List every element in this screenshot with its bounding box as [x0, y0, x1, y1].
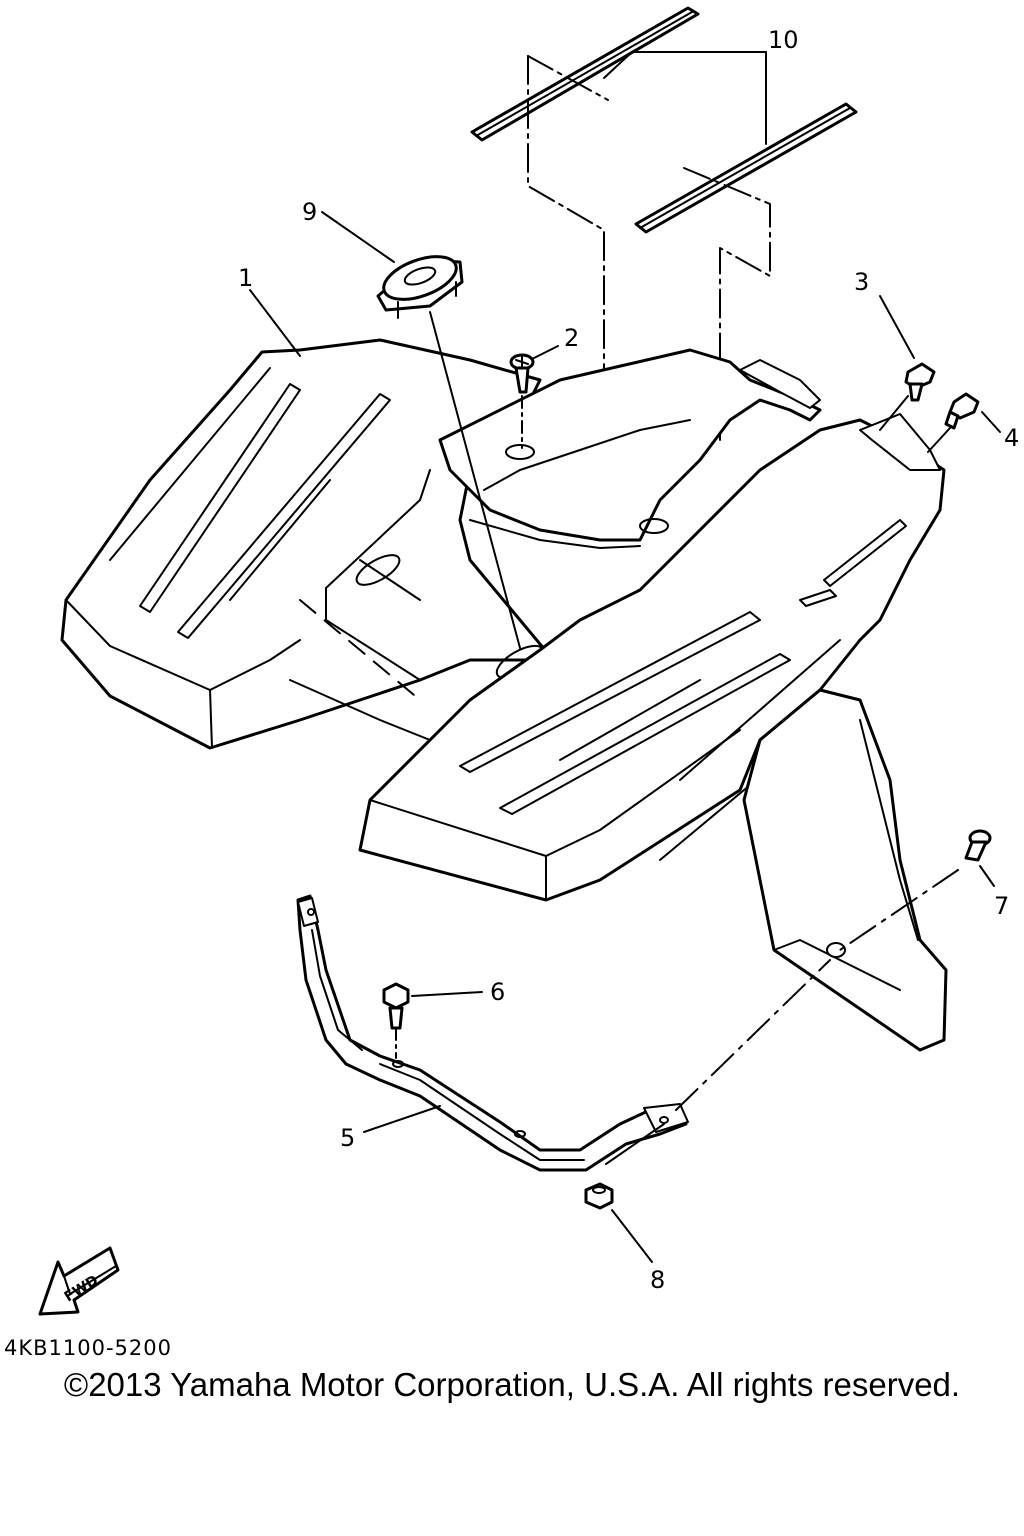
callout-5: 5	[340, 1124, 355, 1152]
part-2-screw	[509, 345, 559, 449]
callout-7: 7	[994, 892, 1009, 920]
part-6-bolt	[382, 982, 483, 1059]
part-7-clip	[839, 829, 995, 951]
copyright-notice: ©2013 Yamaha Motor Corporation, U.S.A. A…	[63, 1366, 961, 1403]
callout-10: 10	[768, 26, 799, 54]
part-1-front-fender	[60, 338, 948, 1052]
fwd-arrow-icon: FWD	[38, 1246, 120, 1316]
part-5-stay-bracket	[296, 894, 689, 1172]
callout-leaders	[249, 51, 767, 357]
callout-labels: 10 9 1 2 3 4 7 6 5 8	[238, 26, 1019, 1294]
drawing-number: 4KB1100-5200	[4, 1336, 173, 1360]
callout-1: 1	[238, 264, 253, 292]
callout-3: 3	[854, 268, 869, 296]
part-8-nut	[584, 959, 831, 1263]
callout-9: 9	[302, 198, 317, 226]
callout-4: 4	[1004, 424, 1019, 452]
part-4-bolt	[927, 392, 1001, 453]
callout-8: 8	[650, 1266, 665, 1294]
callout-2: 2	[564, 324, 579, 352]
guide-lines-part-10	[527, 55, 771, 441]
part-9-grommet	[376, 255, 521, 649]
part-3-bolt	[879, 295, 936, 431]
callout-6: 6	[490, 978, 505, 1006]
